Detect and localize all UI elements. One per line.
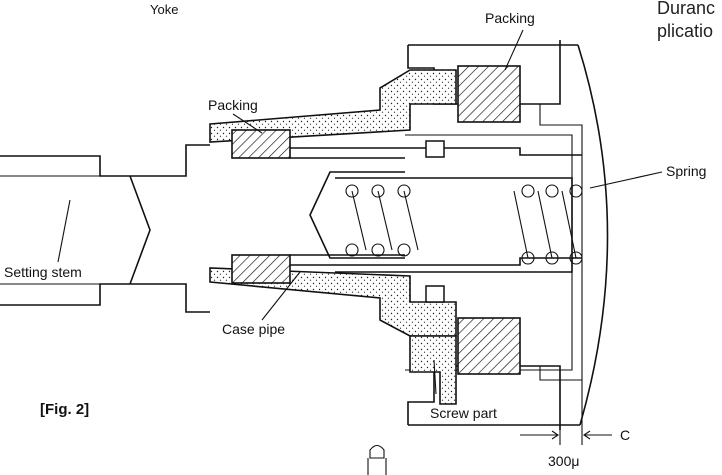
label-dimension: 300μ <box>548 453 579 469</box>
label-spring: Spring <box>666 163 706 179</box>
label-clearance: C <box>620 427 630 443</box>
leader-screw-part <box>433 359 437 395</box>
figure-label: [Fig. 2] <box>40 401 89 418</box>
setting-stem-outline <box>0 144 210 313</box>
stud-lower <box>425 285 445 303</box>
dimension-arrows <box>520 430 612 440</box>
spring-coils-left <box>345 184 419 257</box>
stem-tip <box>309 171 405 259</box>
label-screw-part: Screw part <box>430 405 497 421</box>
leader-spring <box>589 171 663 189</box>
label-packing-top: Packing <box>485 10 535 26</box>
inner-tube <box>290 147 582 266</box>
label-case-pipe: Case pipe <box>222 321 285 337</box>
spring-coils-right <box>513 184 583 265</box>
stud-upper <box>425 140 445 158</box>
case-pipe-lower <box>209 267 457 337</box>
packing-top <box>457 65 521 123</box>
stem-inner-line <box>0 175 100 285</box>
spring-box <box>335 177 573 273</box>
bottom-fragment <box>367 444 387 475</box>
edge-text-line2: plicatio <box>657 21 713 41</box>
crown-inner-wall <box>539 104 583 381</box>
screw-part-body <box>409 335 457 405</box>
packing-bottom <box>457 317 521 375</box>
leader-packing-top <box>504 29 524 71</box>
label-setting-stem: Setting stem <box>4 264 82 280</box>
edge-text-line1: Duranc <box>657 0 715 18</box>
packing-mid-lower <box>231 254 291 284</box>
leader-setting-stem <box>57 199 71 263</box>
leader-case-pipe <box>261 271 301 321</box>
label-yoke: Yoke <box>150 2 178 17</box>
case-pipe-upper <box>209 69 457 143</box>
packing-mid-upper <box>231 129 291 159</box>
crown-dome-outline <box>577 44 609 426</box>
leader-packing-mid <box>232 113 263 134</box>
label-packing-mid: Packing <box>208 97 258 113</box>
